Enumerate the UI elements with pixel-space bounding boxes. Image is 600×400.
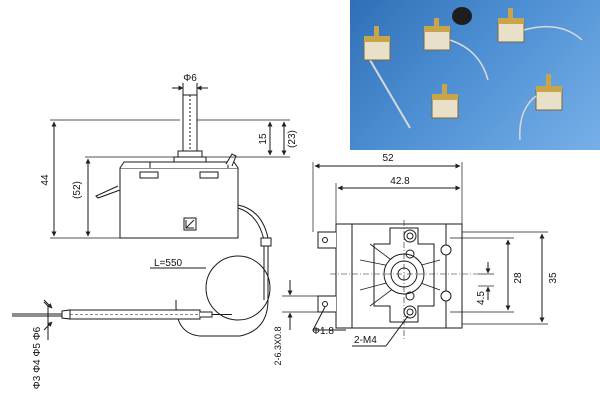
- capillary-length-label: L=550: [154, 258, 183, 269]
- height-total-label: 44: [40, 174, 51, 186]
- shaft-length-label: 15: [258, 133, 269, 145]
- thermostat-icon: [423, 7, 489, 81]
- product-photo-panel: [350, 0, 600, 150]
- shaft-diameter-label: Φ6: [183, 73, 197, 84]
- inner-width-label: 42.8: [390, 176, 410, 187]
- product-photo-icon: [363, 7, 583, 141]
- bulb-diameters-label: Φ3 Φ4 Φ5 Φ6: [32, 326, 43, 389]
- offset-label: 4.5: [476, 291, 487, 305]
- thermostat-icon: [497, 8, 583, 43]
- thermostat-body: [119, 167, 239, 239]
- front-view: [282, 162, 548, 347]
- outer-width-label: 52: [382, 153, 394, 164]
- thermostat-icon: [519, 74, 563, 141]
- side-view: [12, 83, 290, 340]
- thermostat-icon: [363, 26, 411, 129]
- shaft-length-alt-label: (23): [287, 130, 298, 148]
- height-total-alt-label: (52): [72, 181, 83, 199]
- terminal-size-label: 2-6.3X0.8: [273, 326, 283, 365]
- terminal-hole-label: Φ1.8: [312, 326, 334, 337]
- height-28-label: 28: [513, 272, 524, 284]
- height-35-label: 35: [548, 272, 559, 284]
- mount-screws-label: 2-M4: [354, 335, 377, 346]
- thermostat-icon: [431, 84, 459, 119]
